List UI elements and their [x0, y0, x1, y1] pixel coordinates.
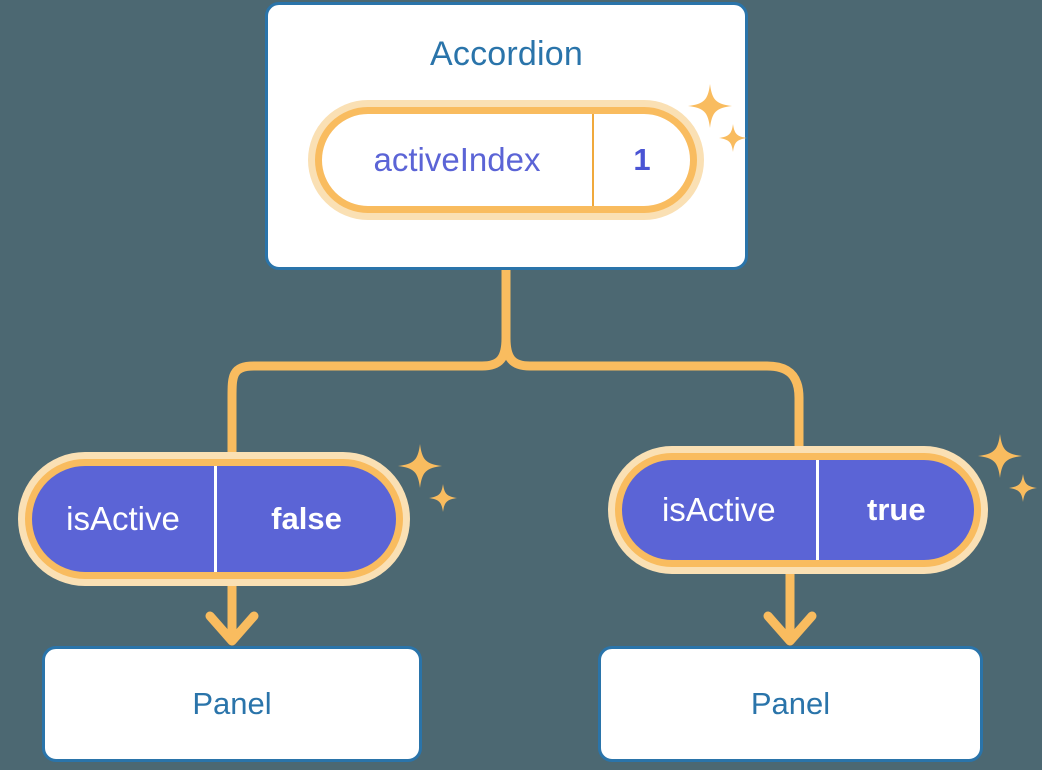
- state-pill-value: 1: [592, 114, 690, 206]
- panel-title: Panel: [750, 686, 831, 721]
- prop-pill-value: true: [815, 460, 974, 560]
- sparkle-icon: [978, 434, 1022, 478]
- branch-connector-right-icon: [501, 265, 804, 475]
- prop-pill-is-active-left[interactable]: isActive false: [18, 452, 410, 586]
- state-pill-active-index[interactable]: activeIndex 1: [308, 100, 704, 220]
- state-pill-key: activeIndex: [373, 141, 541, 178]
- component-card-panel-left[interactable]: Panel: [42, 646, 422, 762]
- panel-title: Panel: [192, 686, 272, 721]
- sparkle-icon: [429, 484, 457, 512]
- prop-pill-key: isActive: [66, 500, 180, 537]
- prop-pill-is-active-right[interactable]: isActive true: [608, 446, 988, 574]
- page-title: Accordion: [430, 35, 583, 73]
- arrow-down-left-icon: [205, 611, 259, 646]
- prop-pill-body: isActive true: [615, 453, 981, 567]
- state-pill-body: activeIndex 1: [315, 107, 697, 213]
- prop-pill-value: false: [214, 466, 396, 572]
- sparkle-icon: [398, 444, 442, 488]
- prop-pill-body: isActive false: [25, 459, 403, 579]
- component-card-panel-right[interactable]: Panel: [598, 646, 983, 762]
- sparkle-group-right: [978, 434, 1037, 502]
- prop-pill-key: isActive: [661, 491, 776, 528]
- arrow-down-right-icon: [763, 611, 817, 646]
- sparkle-icon: [1009, 474, 1037, 502]
